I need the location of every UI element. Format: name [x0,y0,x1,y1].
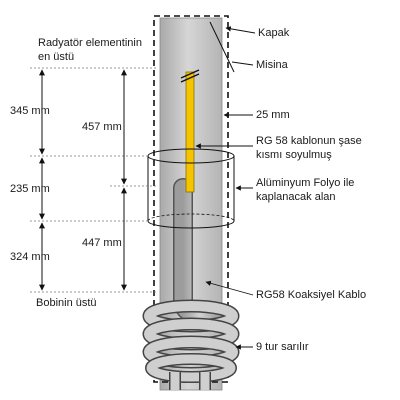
dim-left-lower: 324 mm [10,251,50,263]
label-shield-stripped-1: RG 58 kablonun şase [256,135,362,147]
label-radiator-top-2: en üstü [38,51,74,63]
dim-inner-upper: 457 mm [82,121,122,133]
label-shield-stripped-2: kısmı soyulmuş [256,149,332,161]
label-cap: Kapak [258,27,290,39]
label-foil-area-2: kaplanacak alan [256,191,336,203]
dim-left-middle: 235 mm [10,183,50,195]
pin-line [209,21,235,73]
label-turns: 9 tur sarılır [256,341,309,353]
foil-cylinder [147,148,235,229]
label-coax-cable: RG58 Koaksiyel Kablo [256,289,366,301]
dim-inner-lower: 447 mm [82,237,122,249]
label-foil-area-1: Alüminyum Folyo ile [256,177,354,189]
label-coil-top: Bobinin üstü [36,297,97,309]
coil [142,299,240,390]
label-diameter: 25 mm [256,109,290,121]
dim-left-upper: 345 mm [10,105,50,117]
label-pin: Misina [256,59,289,71]
label-radiator-top-1: Radyatör elementinin [38,37,142,49]
inner-conductor [185,71,195,193]
